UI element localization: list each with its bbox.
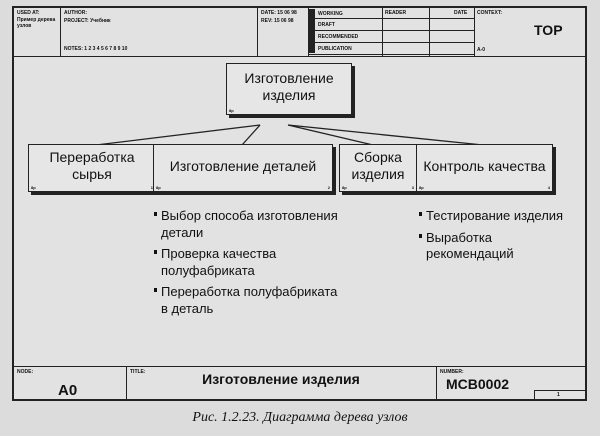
node-label: Переработка сырья	[49, 149, 135, 182]
header-divider	[257, 8, 258, 56]
header-divider	[308, 54, 474, 55]
node-number: 3	[411, 185, 414, 190]
header-bottom-border	[14, 56, 585, 57]
header-divider	[308, 30, 474, 31]
connector-line	[287, 124, 374, 146]
page-number: 1	[557, 392, 560, 398]
node-assembly: Сборка изделия 8р 3	[339, 144, 417, 192]
list-item: Выбор способа изготовления детали	[154, 208, 344, 241]
node-label: Изготовление деталей	[169, 157, 317, 174]
rev-value: 15 06 98	[274, 18, 294, 24]
connector-line	[241, 124, 261, 146]
used-at-label: USED AT:	[17, 10, 40, 16]
title-field-value: Изготовление изделия	[202, 371, 360, 387]
date-field: DATE: 15 06 98	[261, 10, 297, 16]
footer-divider	[126, 366, 127, 399]
header-divider	[429, 8, 430, 56]
status-marker	[309, 9, 315, 53]
status-recommended: RECOMMENDED	[318, 34, 359, 40]
parts-subtasks-list: Выбор способа изготовления детали Провер…	[154, 208, 344, 322]
list-item: Проверка качества полуфабриката	[154, 246, 344, 279]
number-field-value: MCB0002	[446, 376, 510, 392]
connector-line	[95, 124, 261, 146]
rev-field: REV: 15 06 98	[261, 18, 294, 24]
date-label: DATE:	[261, 10, 276, 16]
node-corner-label: 8р	[342, 185, 347, 190]
node-label: Сборка изделия	[351, 149, 405, 182]
node-field-label: NODE:	[17, 369, 34, 375]
node-root: Изготовление изделия 8р	[226, 63, 352, 115]
notes-value: 1 2 3 4 5 6 7 8 9 10	[84, 46, 128, 52]
node-corner-label: 8р	[156, 185, 161, 190]
used-at-value: Пример дерева узлов	[17, 17, 56, 29]
project-value: Учебник	[90, 18, 111, 24]
header-divider	[474, 8, 475, 56]
node-number: 2	[327, 185, 330, 190]
notes-field: NOTES: 1 2 3 4 5 6 7 8 9 10	[64, 46, 127, 52]
node-label: Контроль качества	[423, 157, 546, 174]
date-value: 15 06 98	[277, 10, 297, 16]
list-item: Переработка полуфабриката в деталь	[154, 284, 344, 317]
node-number: 4	[547, 185, 550, 190]
header-divider	[308, 18, 474, 19]
header-divider	[308, 8, 309, 56]
reader-label: READER	[385, 10, 407, 16]
node-parts-manufacturing: Изготовление деталей 8р 2	[153, 144, 333, 192]
title-field-label: TITLE:	[130, 369, 146, 375]
list-item: Выработка рекомендаций	[419, 230, 569, 263]
status-publication: PUBLICATION	[318, 46, 352, 52]
figure-caption: Рис. 1.2.23. Диаграмма дерева узлов	[192, 410, 408, 425]
author-label: AUTHOR:	[64, 10, 88, 16]
project-label: PROJECT:	[64, 18, 89, 24]
context-label: CONTEXT:	[477, 10, 502, 16]
footer-divider	[436, 366, 437, 399]
context-value: TOP	[534, 22, 563, 38]
node-quality-control: Контроль качества 8р 4	[416, 144, 553, 192]
rev-label: REV:	[261, 18, 273, 24]
status-working: WORKING	[318, 11, 343, 17]
header-divider	[382, 8, 383, 56]
header-divider	[308, 42, 474, 43]
node-field-value: A0	[58, 382, 78, 399]
header-divider	[60, 8, 61, 56]
control-subtasks-list: Тестирование изделия Выработка рекоменда…	[419, 208, 569, 268]
node-corner-label: 8р	[31, 185, 36, 190]
diagram-frame: USED AT: Пример дерева узлов AUTHOR: PRO…	[12, 6, 587, 401]
number-field-label: NUMBER:	[440, 369, 464, 375]
node-root-label: Изготовление изделия	[244, 70, 334, 103]
footer-top-border	[14, 366, 585, 367]
notes-label: NOTES:	[64, 46, 83, 52]
project-field: PROJECT: Учебник	[64, 18, 111, 24]
status-draft: DRAFT	[318, 22, 335, 28]
reader-date-label: DATE	[454, 10, 468, 16]
list-item: Тестирование изделия	[419, 208, 569, 225]
node-raw-processing: Переработка сырья 8р 1	[28, 144, 156, 192]
node-corner-label: 8р	[419, 185, 424, 190]
context-node: A-0	[477, 47, 486, 53]
node-number: 1	[150, 185, 153, 190]
tree-connectors	[95, 124, 484, 146]
node-corner-label: 8р	[229, 108, 234, 113]
page-number-cell: 1	[534, 390, 585, 399]
connector-line	[287, 124, 484, 146]
